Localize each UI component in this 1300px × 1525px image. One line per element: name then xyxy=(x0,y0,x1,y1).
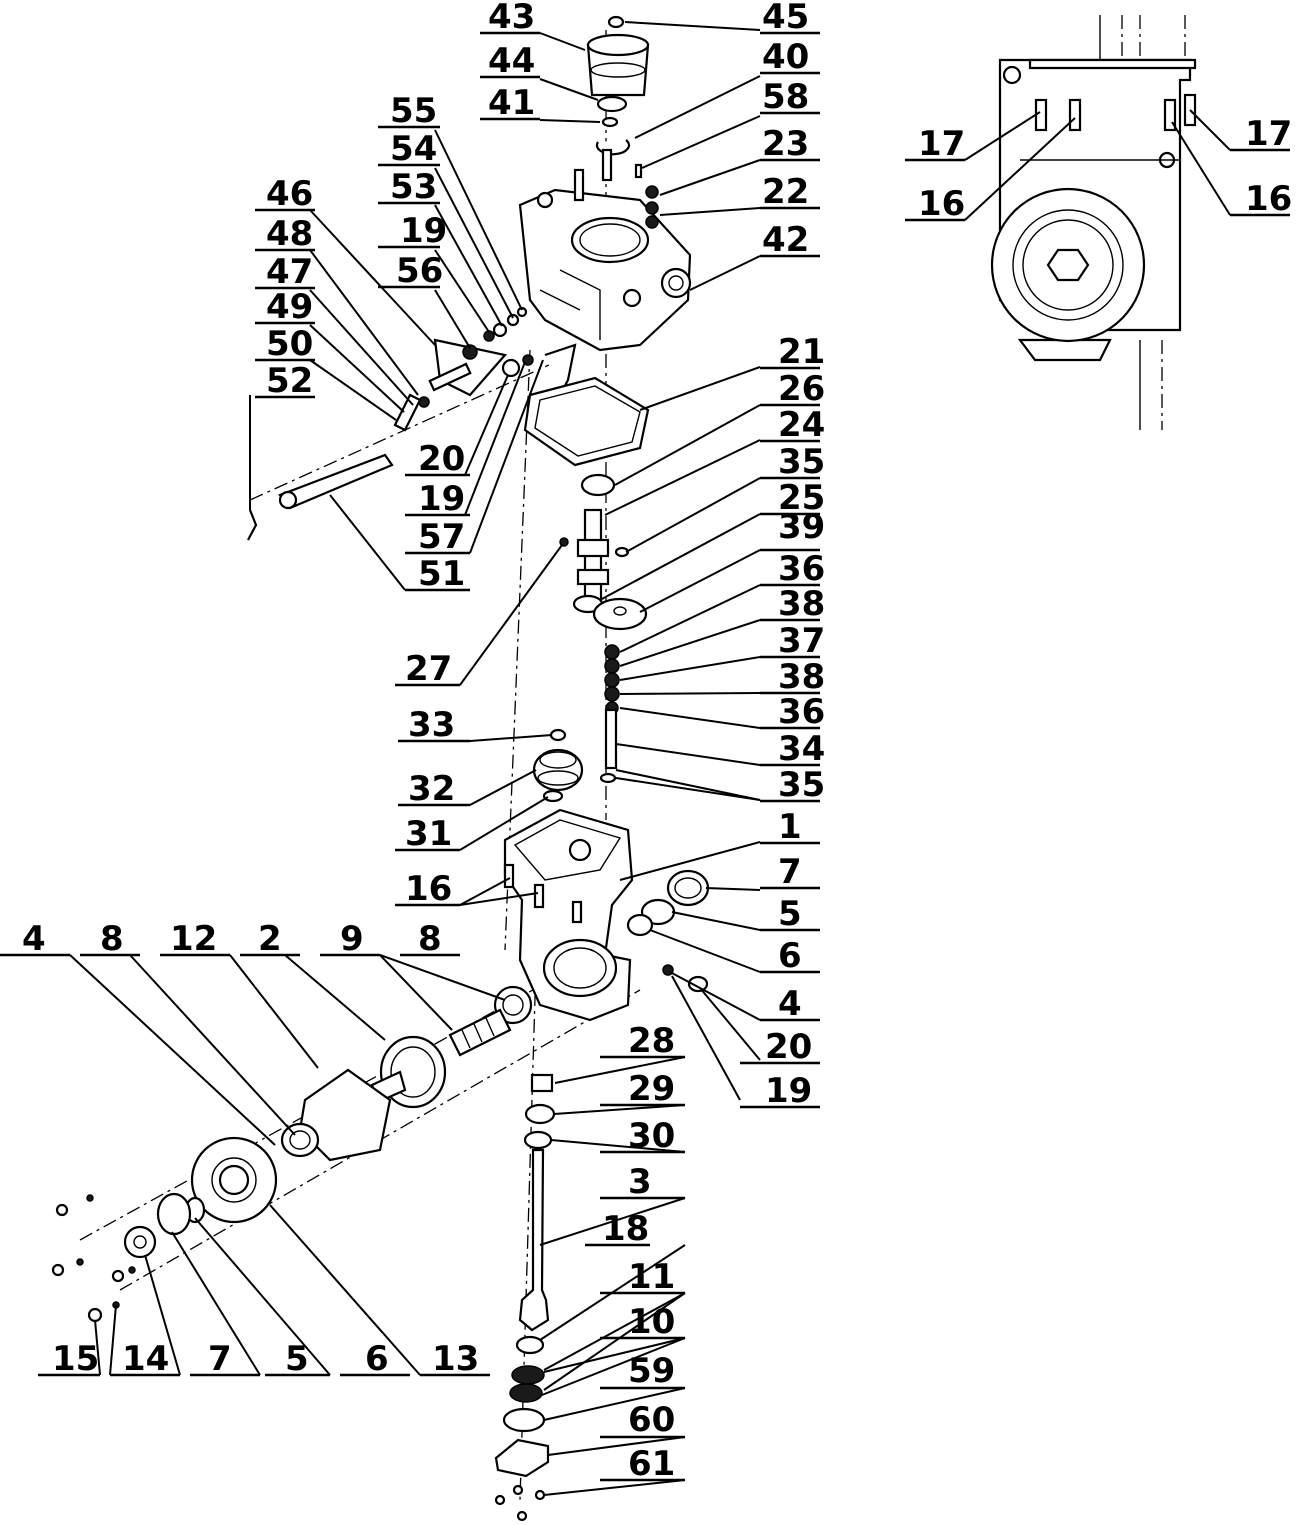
inset-detail-view xyxy=(990,15,1197,430)
label-42: 42 xyxy=(762,220,809,260)
label-31: 31 xyxy=(405,814,452,854)
part-rings-44-41-40 xyxy=(595,95,631,156)
label-35-upper: 35 xyxy=(778,442,825,482)
label-57: 57 xyxy=(418,517,465,557)
label-39: 39 xyxy=(778,507,825,547)
label-53: 53 xyxy=(390,167,437,207)
part-cup-43 xyxy=(586,33,650,97)
callout-labels: 43 45 44 40 41 58 55 54 23 53 22 46 19 4… xyxy=(0,0,1292,1484)
part-upper-housing-42 xyxy=(518,188,692,352)
label-61: 61 xyxy=(628,1444,675,1484)
label-5-left: 5 xyxy=(285,1339,309,1379)
label-32: 32 xyxy=(408,769,455,809)
label-25: 25 xyxy=(778,478,825,518)
label-8-left: 8 xyxy=(100,919,124,959)
label-2: 2 xyxy=(258,919,282,959)
part-worm-shaft-24-bearings xyxy=(559,473,630,614)
label-22: 22 xyxy=(762,172,809,212)
label-20-upper: 20 xyxy=(418,439,465,479)
part-screws-top xyxy=(573,148,659,229)
label-19-lower: 19 xyxy=(765,1071,812,1111)
label-4-right: 4 xyxy=(778,984,802,1024)
label-58: 58 xyxy=(762,77,809,117)
label-15: 15 xyxy=(52,1339,99,1379)
part-main-housing-1 xyxy=(503,808,634,1022)
part-lower-shaft-3-stack xyxy=(494,1073,556,1522)
label-19-mid: 19 xyxy=(418,479,465,519)
label-12: 12 xyxy=(170,919,217,959)
part-wheel-39-spindle-34 xyxy=(592,597,648,784)
label-11: 11 xyxy=(628,1257,675,1297)
part-end-flange-13-seals xyxy=(123,1136,278,1259)
label-8-mid: 8 xyxy=(418,919,442,959)
label-49: 49 xyxy=(266,287,313,327)
part-pin-58 xyxy=(634,163,643,179)
label-5-right: 5 xyxy=(778,894,802,934)
label-6-left: 6 xyxy=(365,1339,389,1379)
label-43: 43 xyxy=(488,0,535,37)
part-side-seals-7-5-6-4-20-19 xyxy=(626,869,710,993)
label-24: 24 xyxy=(778,405,825,445)
label-40: 40 xyxy=(762,37,809,77)
label-54: 54 xyxy=(390,129,437,169)
label-16-main: 16 xyxy=(405,869,452,909)
label-29: 29 xyxy=(628,1069,675,1109)
label-60: 60 xyxy=(628,1400,675,1440)
label-18: 18 xyxy=(602,1209,649,1249)
part-gasket-21 xyxy=(523,376,650,467)
part-linkage-46-to-56 xyxy=(393,306,577,432)
label-23: 23 xyxy=(762,124,809,164)
part-rod-51-pin-52 xyxy=(247,453,394,541)
label-59: 59 xyxy=(628,1351,675,1391)
part-shaft-assembly-2-9-12-8 xyxy=(280,985,533,1162)
label-6-right: 6 xyxy=(778,936,802,976)
label-17-inset-left: 17 xyxy=(918,124,965,164)
label-16-inset-left: 16 xyxy=(918,184,965,224)
label-47: 47 xyxy=(266,252,313,292)
leader-lines xyxy=(69,21,1231,1496)
label-33: 33 xyxy=(408,705,455,745)
label-4-left: 4 xyxy=(22,919,46,959)
label-56: 56 xyxy=(396,251,443,291)
label-14: 14 xyxy=(122,1339,169,1379)
label-19-upper: 19 xyxy=(400,211,447,251)
label-35-lower: 35 xyxy=(778,765,825,805)
label-38-upper: 38 xyxy=(778,584,825,624)
label-50: 50 xyxy=(266,324,313,364)
label-48: 48 xyxy=(266,214,313,254)
label-26: 26 xyxy=(778,369,825,409)
label-10: 10 xyxy=(628,1302,675,1342)
label-36-lower: 36 xyxy=(778,692,825,732)
label-16-inset-right: 16 xyxy=(1245,179,1292,219)
label-3: 3 xyxy=(628,1162,652,1202)
label-45: 45 xyxy=(762,0,809,37)
label-38-lower: 38 xyxy=(778,657,825,697)
label-46: 46 xyxy=(266,174,313,214)
label-55: 55 xyxy=(390,91,437,131)
label-20-lower: 20 xyxy=(765,1027,812,1067)
label-37: 37 xyxy=(778,621,825,661)
part-screws-14-15 xyxy=(51,1194,136,1323)
label-21: 21 xyxy=(778,332,825,372)
label-7-left: 7 xyxy=(208,1339,232,1379)
part-screws-16 xyxy=(503,863,583,924)
label-52: 52 xyxy=(266,361,313,401)
label-1: 1 xyxy=(778,807,802,847)
label-41: 41 xyxy=(488,83,535,123)
label-13: 13 xyxy=(432,1339,479,1379)
label-17-inset-right: 17 xyxy=(1245,114,1292,154)
part-pulley-32-33-31 xyxy=(532,728,584,803)
label-27: 27 xyxy=(405,649,452,689)
label-51: 51 xyxy=(418,554,465,594)
label-9: 9 xyxy=(340,919,364,959)
label-36-upper: 36 xyxy=(778,549,825,589)
label-30: 30 xyxy=(628,1116,675,1156)
label-28: 28 xyxy=(628,1021,675,1061)
label-7-right: 7 xyxy=(778,852,802,892)
label-34: 34 xyxy=(778,729,825,769)
part-small-ring-45 xyxy=(607,15,625,29)
label-44: 44 xyxy=(488,41,535,81)
